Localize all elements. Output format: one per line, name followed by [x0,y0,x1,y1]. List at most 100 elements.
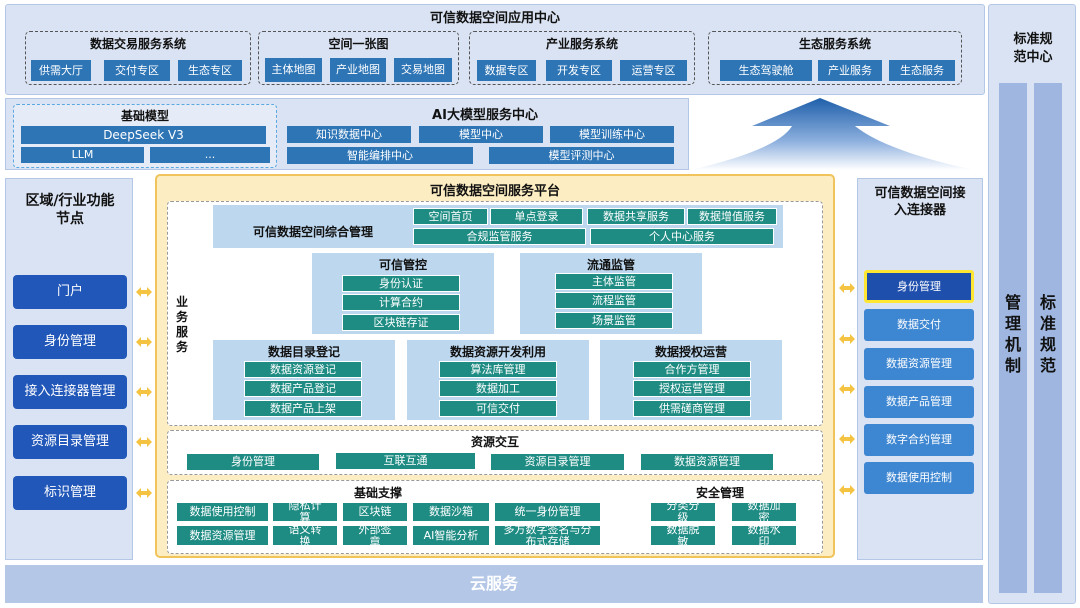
app-item[interactable]: 开发专区 [546,60,612,81]
foundation-item[interactable]: 数据资源管理 [176,525,269,546]
right-arrow-icon [839,434,855,444]
foundation-item[interactable]: 隐私计算 [272,502,338,522]
comp-item[interactable]: 个人中心服务 [590,228,774,245]
development-title: 数据资源开发利用 [449,344,546,359]
ai-item[interactable]: 模型评测中心 [489,147,674,164]
up-arrow-icon [690,98,975,170]
app-item[interactable]: 交付专区 [104,60,170,81]
app-item[interactable]: 交易地图 [394,58,452,82]
app-item[interactable]: 产业地图 [330,58,386,82]
foundation-item[interactable]: 语义转换 [272,525,338,546]
base-model-item[interactable]: DeepSeek V3 [21,126,266,144]
group-title: 生态服务系统 [798,36,871,51]
app-item[interactable]: 生态驾驶舱 [720,60,812,81]
authorization-item[interactable]: 合作方管理 [633,361,751,378]
ai-item[interactable]: 智能编排中心 [287,147,473,164]
authorization-title: 数据授权运营 [654,344,727,359]
connector-item[interactable]: 数据资源管理 [864,348,974,380]
authorization-item[interactable]: 供需磋商管理 [633,400,751,417]
trust-item[interactable]: 身份认证 [342,275,460,292]
development-item[interactable]: 可信交付 [439,400,557,417]
left-item-identifier[interactable]: 标识管理 [13,476,127,510]
group-title: 产业服务系统 [545,36,618,51]
trust-item[interactable]: 区块链存证 [342,314,460,331]
management-mechanism: 管理机制 [1004,293,1021,375]
app-center-title: 可信数据空间应用中心 [429,10,560,26]
ai-item[interactable]: 知识数据中心 [287,126,411,143]
app-item[interactable]: 生态专区 [178,60,242,81]
resource-item[interactable]: 资源目录管理 [490,453,625,471]
foundation-item[interactable]: 数据使用控制 [176,502,269,522]
resource-item[interactable]: 互联互通 [335,452,476,470]
security-title: 安全管理 [695,485,744,500]
security-item[interactable]: 数据加密 [731,502,797,522]
app-item[interactable]: 运营专区 [620,60,687,81]
foundation-title: 基础支撑 [353,485,402,500]
connector-item[interactable]: 数据交付 [864,309,974,341]
comp-item[interactable]: 数据共享服务 [587,208,685,225]
foundation-item[interactable]: AI智能分析 [412,525,490,546]
connector-item[interactable]: 数字合约管理 [864,424,974,456]
left-arrow-icon [136,488,152,498]
security-item[interactable]: 数据水印 [731,525,797,546]
business-label: 业务服务 [175,295,188,354]
catalog-item[interactable]: 数据产品上架 [244,400,362,417]
trust-item[interactable]: 计算合约 [342,294,460,311]
resource-interaction-title: 资源交互 [470,434,519,449]
comp-item[interactable]: 单点登录 [490,208,583,225]
standards-spec: 标准规范 [1039,293,1056,375]
standards-title: 标准规范中心 [1013,32,1053,65]
left-item-connector[interactable]: 接入连接器管理 [13,375,127,409]
foundation-item[interactable]: 数据沙箱 [412,502,490,522]
app-item[interactable]: 生态服务 [889,60,955,81]
circulation-item[interactable]: 流程监管 [555,292,673,309]
foundation-item[interactable]: 统一身份管理 [494,502,601,522]
left-arrow-icon [136,337,152,347]
comp-item[interactable]: 空间首页 [413,208,488,225]
circulation-item[interactable]: 主体监管 [555,273,673,290]
base-model-title: 基础模型 [120,108,169,123]
app-item[interactable]: 数据专区 [477,60,536,81]
base-model-item[interactable]: ... [150,147,270,163]
security-item[interactable]: 分类分级 [650,502,716,522]
left-item-catalog[interactable]: 资源目录管理 [13,425,127,459]
connector-item[interactable]: 数据产品管理 [864,386,974,418]
foundation-item[interactable]: 区块链 [342,502,408,522]
foundation-item[interactable]: 多方数字签名与分布式存储 [494,525,601,546]
resource-item[interactable]: 数据资源管理 [640,453,774,471]
resource-item[interactable]: 身份管理 [186,453,320,471]
left-item-portal[interactable]: 门户 [13,275,127,309]
right-arrow-icon [839,283,855,293]
group-ecosystem [708,31,962,85]
cloud-service-bar: 云服务 [5,565,983,603]
group-space-map [258,31,459,85]
left-arrow-icon [136,437,152,447]
security-item[interactable]: 数据脱敏 [650,525,716,546]
catalog-item[interactable]: 数据资源登记 [244,361,362,378]
standards-col2-bg [1034,83,1062,593]
trust-control-title: 可信管控 [378,257,427,272]
ai-item[interactable]: 模型训练中心 [550,126,674,143]
authorization-item[interactable]: 授权运营管理 [633,380,751,397]
standards-col1-bg [999,83,1027,593]
foundation-item[interactable]: 外部签章 [342,525,408,546]
left-panel-title: 区域/行业功能节点 [25,192,115,227]
left-item-identity[interactable]: 身份管理 [13,325,127,359]
connector-item-identity[interactable]: 身份管理 [864,270,974,303]
app-item[interactable]: 产业服务 [818,60,882,81]
catalog-title: 数据目录登记 [267,344,340,359]
left-arrow-icon [136,287,152,297]
comp-item[interactable]: 合规监管服务 [413,228,586,245]
development-item[interactable]: 算法库管理 [439,361,557,378]
base-model-item[interactable]: LLM [21,147,144,163]
right-arrow-icon [839,334,855,344]
catalog-item[interactable]: 数据产品登记 [244,380,362,397]
connector-item[interactable]: 数据使用控制 [864,462,974,494]
ai-item[interactable]: 模型中心 [419,126,543,143]
comp-item[interactable]: 数据增值服务 [687,208,777,225]
development-item[interactable]: 数据加工 [439,380,557,397]
app-item[interactable]: 供需大厅 [31,60,91,81]
circulation-item[interactable]: 场景监管 [555,312,673,329]
group-industry-service [469,31,695,85]
app-item[interactable]: 主体地图 [265,58,322,82]
